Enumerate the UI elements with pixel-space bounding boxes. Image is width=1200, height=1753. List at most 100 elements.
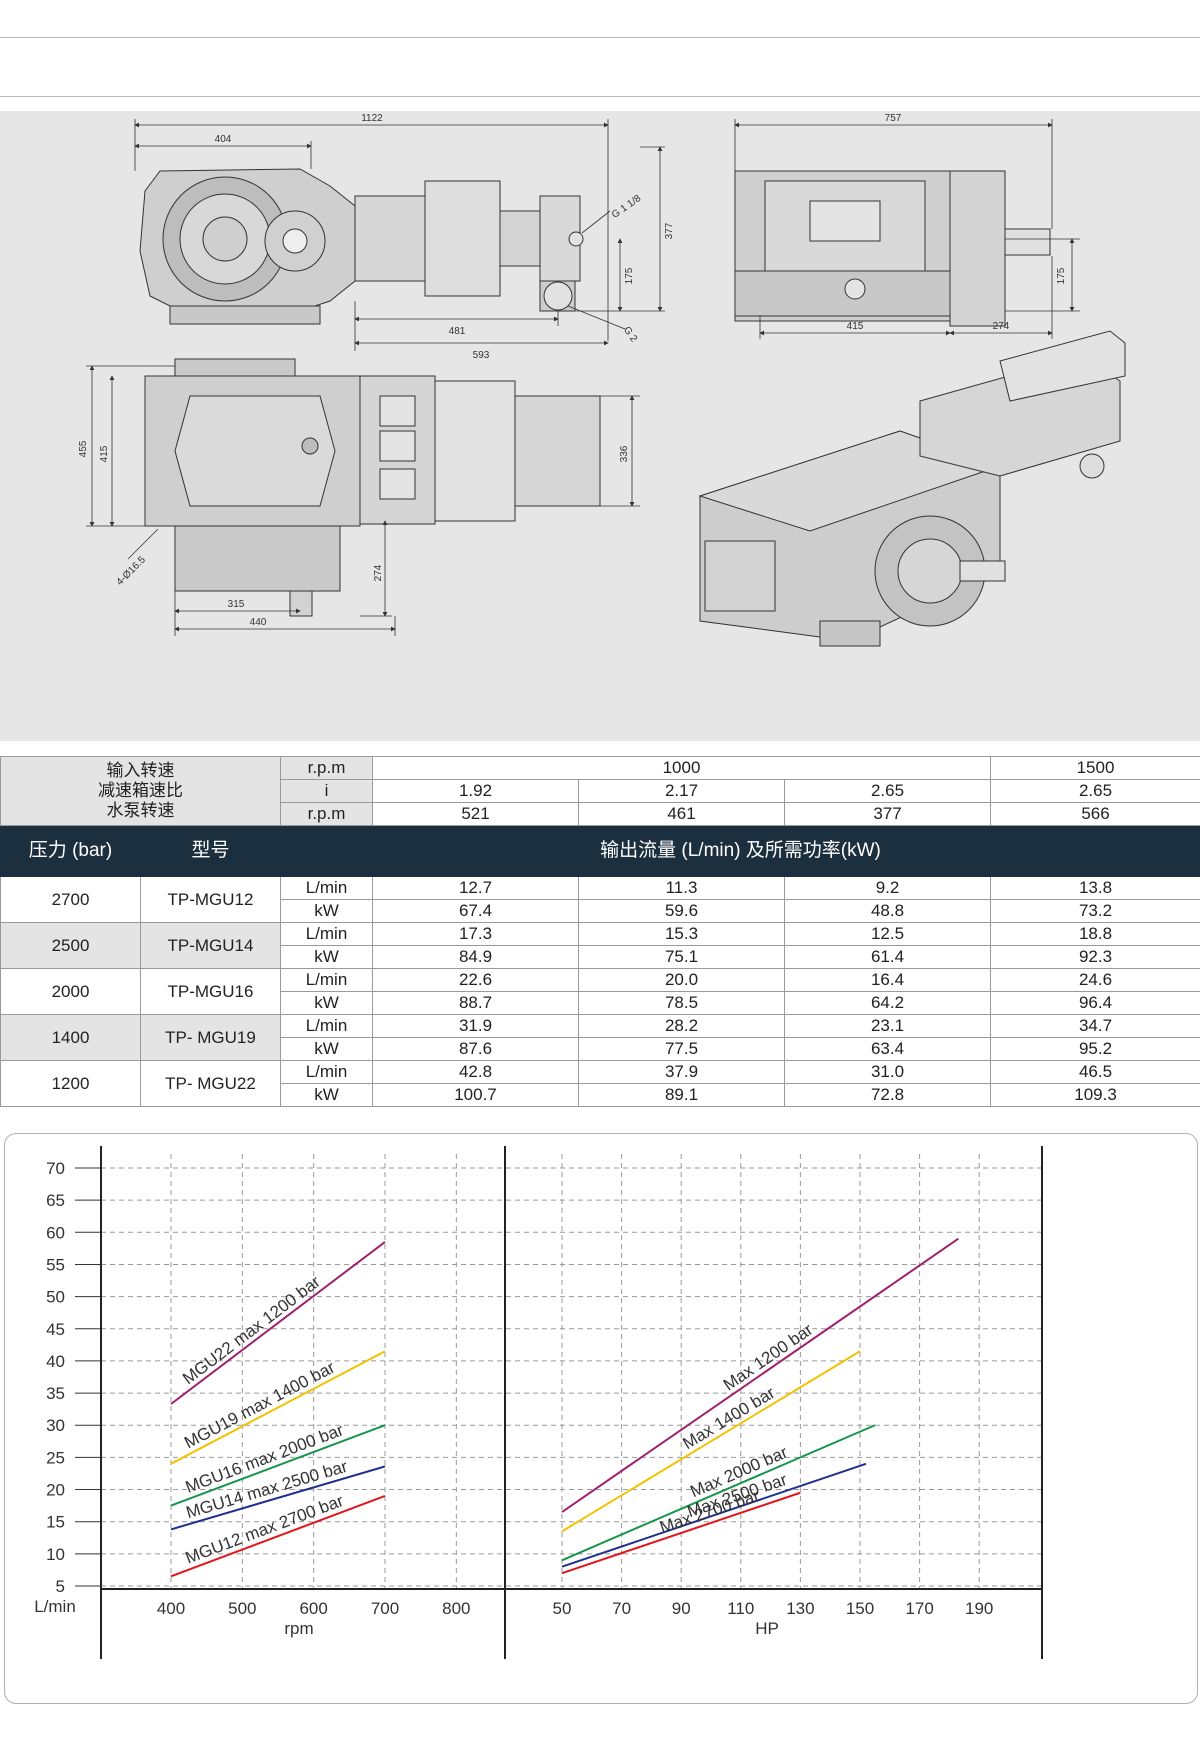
ratio-cell: 2.65 xyxy=(990,779,1200,803)
x-axis-label: HP xyxy=(755,1619,779,1638)
flow-value: 15.3 xyxy=(578,922,785,946)
input-speed-1500: 1500 xyxy=(990,756,1200,780)
top-view-dimensions xyxy=(86,365,640,636)
power-value: 78.5 xyxy=(578,991,785,1015)
power-value: 77.5 xyxy=(578,1037,785,1061)
top-rule xyxy=(0,37,1200,38)
x-tick-label: 600 xyxy=(299,1599,327,1618)
unit-rpm-pump: r.p.m xyxy=(280,802,373,826)
series-line xyxy=(170,1350,386,1465)
dim-274-top: 274 xyxy=(373,564,384,581)
power-value: 84.9 xyxy=(372,945,579,969)
model-cell: TP-MGU12 xyxy=(140,876,281,923)
x-tick-label: 170 xyxy=(905,1599,933,1618)
power-value: 61.4 xyxy=(783,945,992,969)
top-rule-2 xyxy=(0,96,1200,97)
flow-value: 11.3 xyxy=(578,876,785,900)
unit-kw: kW xyxy=(280,899,373,923)
side-view xyxy=(139,168,584,325)
y-tick-label: 70 xyxy=(46,1159,65,1178)
unit-lmin: L/min xyxy=(280,1014,373,1038)
flow-value: 17.3 xyxy=(372,922,579,946)
y-tick-label: 30 xyxy=(46,1416,65,1435)
y-tick-label: 25 xyxy=(46,1448,65,1467)
y-tick-label: 35 xyxy=(46,1384,65,1403)
front-view-dimensions xyxy=(734,119,1080,339)
power-value: 48.8 xyxy=(783,899,992,923)
series-line xyxy=(561,1491,801,1575)
pressure-cell: 2000 xyxy=(0,968,141,1015)
y-tick-label: 65 xyxy=(46,1191,65,1210)
flow-value: 16.4 xyxy=(783,968,992,992)
flow-value: 13.8 xyxy=(990,876,1200,900)
flow-value: 18.8 xyxy=(990,922,1200,946)
pressure-cell: 2700 xyxy=(0,876,141,923)
power-value: 95.2 xyxy=(990,1037,1200,1061)
series-line xyxy=(170,1495,386,1578)
dim-455: 455 xyxy=(78,440,89,457)
flow-value: 31.0 xyxy=(783,1060,992,1084)
series-line xyxy=(170,1424,386,1507)
power-value: 67.4 xyxy=(372,899,579,923)
dim-415-top: 415 xyxy=(99,445,110,462)
power-value: 64.2 xyxy=(783,991,992,1015)
input-speed-1000: 1000 xyxy=(371,756,992,780)
dim-hole: 4-Ø16.5 xyxy=(115,554,149,588)
power-value: 87.6 xyxy=(372,1037,579,1061)
unit-lmin: L/min xyxy=(280,876,373,900)
pressure-cell: 2500 xyxy=(0,922,141,969)
flow-value: 12.7 xyxy=(372,876,579,900)
unit-lmin: L/min xyxy=(280,1060,373,1084)
x-tick-label: 800 xyxy=(442,1599,470,1618)
pump-speed-cell: 377 xyxy=(783,802,992,826)
top-view xyxy=(144,358,601,617)
series-line xyxy=(561,1424,876,1562)
unit-kw: kW xyxy=(280,991,373,1015)
x-tick-label: 130 xyxy=(786,1599,814,1618)
flow-value: 23.1 xyxy=(783,1014,992,1038)
power-value: 75.1 xyxy=(578,945,785,969)
unit-kw: kW xyxy=(280,945,373,969)
technical-drawing: 1122 404 377 175 481 593 G 1 1/8 G 2 757… xyxy=(78,113,1126,647)
unit-rpm-input: r.p.m xyxy=(280,756,373,780)
x-tick-label: 500 xyxy=(228,1599,256,1618)
x-tick-label: 70 xyxy=(612,1599,631,1618)
pressure-cell: 1400 xyxy=(0,1014,141,1061)
label-gear-ratio: 减速箱速比 xyxy=(98,781,183,800)
x-tick-label: 190 xyxy=(965,1599,993,1618)
label-input-speed: 输入转速 xyxy=(106,761,175,780)
flow-value: 34.7 xyxy=(990,1014,1200,1038)
pump-speed-cell: 521 xyxy=(372,802,579,826)
power-value: 92.3 xyxy=(990,945,1200,969)
model-cell: TP-MGU16 xyxy=(140,968,281,1015)
power-value: 73.2 xyxy=(990,899,1200,923)
model-cell: TP-MGU14 xyxy=(140,922,281,969)
power-value: 88.7 xyxy=(372,991,579,1015)
series-line xyxy=(561,1350,861,1533)
dim-377: 377 xyxy=(664,222,675,239)
front-view xyxy=(734,170,1051,327)
flow-value: 9.2 xyxy=(783,876,992,900)
dim-315: 315 xyxy=(228,599,245,610)
flow-value: 46.5 xyxy=(990,1060,1200,1084)
dim-440: 440 xyxy=(250,617,267,628)
dim-175-side: 175 xyxy=(624,267,635,284)
col-header-model: 型号 xyxy=(140,825,281,877)
power-value: 100.7 xyxy=(372,1083,579,1107)
model-cell: TP- MGU19 xyxy=(140,1014,281,1061)
unit-kw: kW xyxy=(280,1037,373,1061)
col-header-pressure: 压力 (bar) xyxy=(0,825,141,877)
isometric-view xyxy=(698,330,1126,647)
speed-labels-cell: 输入转速 减速箱速比 水泵转速 xyxy=(0,756,281,826)
spec-table: 输入转速 减速箱速比 水泵转速 r.p.m 1000 1500 i 1.92 2… xyxy=(0,756,1200,1107)
flow-value: 37.9 xyxy=(578,1060,785,1084)
dim-336: 336 xyxy=(619,445,630,462)
